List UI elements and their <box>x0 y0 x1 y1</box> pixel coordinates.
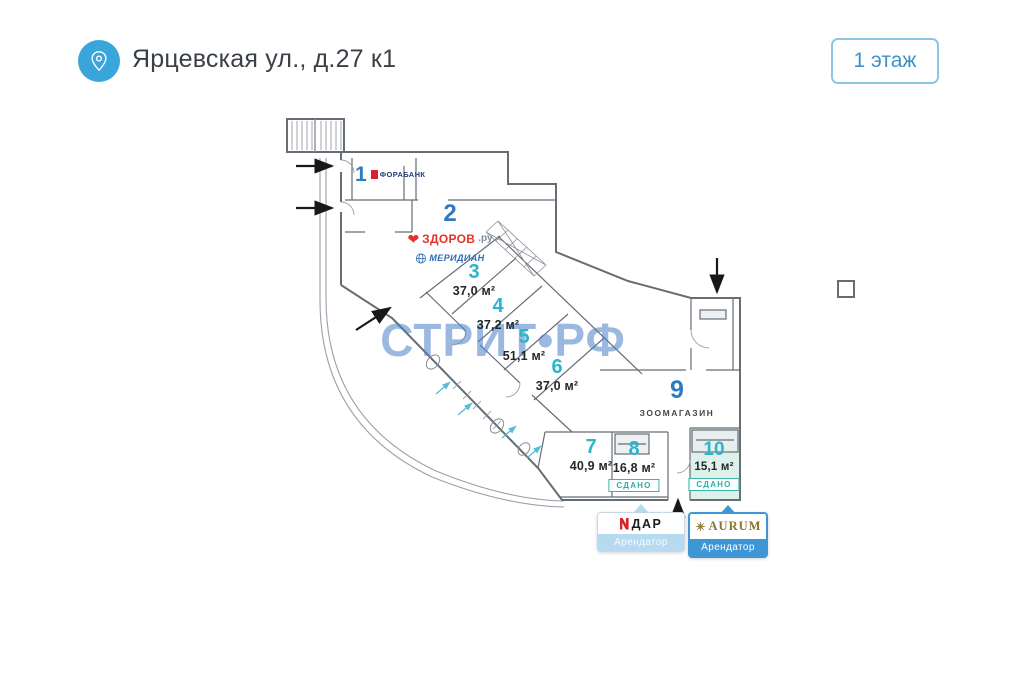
room-2-hotspot[interactable]: 2 ❤ ЗДОРОВ .ру МЕРИДИАН <box>407 200 493 264</box>
room-area: 37,0 м² <box>535 379 579 393</box>
status-badge: СДАНО <box>608 478 660 492</box>
room-10-hotspot[interactable]: 10 15,1 м² СДАНО <box>688 439 740 491</box>
callout-pointer <box>720 505 736 514</box>
room-9-hotspot[interactable]: 9 ЗООМАГАЗИН <box>640 378 715 418</box>
page-title-address: Ярцевская ул., д.27 к1 <box>132 45 397 73</box>
tenant-role-label: Арендатор <box>598 534 684 551</box>
tenant-logo-meridian: МЕРИДИАН <box>415 253 484 264</box>
rosette-icon <box>695 521 705 532</box>
site-watermark: СТРИТ•РФ <box>380 314 626 366</box>
room-4-hotspot[interactable]: 4 37,2 м² <box>477 296 520 332</box>
room-7-hotspot[interactable]: 7 40,9 м² <box>570 437 613 473</box>
pin-glyph <box>91 51 107 72</box>
room-6-hotspot[interactable]: 6 37,0 м² <box>536 357 579 393</box>
aurum-logo: AURUM <box>690 514 766 539</box>
room-number: 4 <box>492 295 504 317</box>
entrance-arrow-diagonal <box>355 306 392 331</box>
stairs-hatching <box>291 119 547 430</box>
status-badge: СДАНО <box>688 477 740 491</box>
heart-icon: ❤ <box>407 231 420 247</box>
inner-walls <box>345 158 740 500</box>
tenant-name: ДАР <box>631 516 663 531</box>
room-number: 9 <box>670 376 684 404</box>
room-number: 3 <box>468 261 480 283</box>
room-number: 2 <box>443 200 457 227</box>
room-3-hotspot[interactable]: 3 37,0 м² <box>453 262 496 298</box>
tenant-name: ЗДОРОВ <box>422 232 476 246</box>
room-5-hotspot[interactable]: 5 51,1 м² <box>503 327 546 363</box>
tenant-callout-aurum[interactable]: AURUM Арендатор <box>688 505 768 558</box>
room-10-cell <box>692 430 738 452</box>
door-arcs <box>340 159 710 474</box>
room-number: 5 <box>518 326 530 348</box>
room-area: 15,1 м² <box>694 461 734 473</box>
room-number: 8 <box>628 438 640 460</box>
tenant-callout-dar[interactable]: ДАР Арендатор <box>597 504 685 552</box>
room-number: 10 <box>703 439 725 460</box>
tenant-role-label: Арендатор <box>690 539 766 556</box>
room-area: 37,0 м² <box>452 284 496 298</box>
callout-pointer <box>633 504 649 513</box>
room-area: 16,8 м² <box>612 461 656 475</box>
tenant-name-suffix: .ру <box>478 233 493 244</box>
curved-facade-wall <box>319 158 565 508</box>
room-number: 6 <box>551 356 563 378</box>
tenant-name: МЕРИДИАН <box>429 253 485 263</box>
room-area: 51,1 м² <box>502 349 546 363</box>
wc-fixtures <box>425 354 531 456</box>
location-pin-icon <box>78 40 120 82</box>
tenant-logo-zdorov: ❤ ЗДОРОВ .ру <box>407 232 492 246</box>
room-1-hotspot[interactable]: 1 ФОРАБАНК <box>355 164 425 185</box>
dar-logo-icon <box>619 517 629 530</box>
globe-icon <box>415 253 426 264</box>
room-8-hotspot[interactable]: 8 16,8 м² СДАНО <box>608 438 660 492</box>
corridor-direction-arrows <box>435 381 542 459</box>
tenant-name: AURUM <box>708 519 762 533</box>
tenant-name: ФОРАБАНК <box>379 169 426 179</box>
room-number: 1 <box>355 163 367 186</box>
forabank-logo-icon <box>370 170 378 179</box>
vestibule-fixture <box>700 310 726 319</box>
room-number: 7 <box>585 436 597 458</box>
room-area: 40,9 м² <box>569 459 613 473</box>
tenant-name-zoomagazin: ЗООМАГАЗИН <box>639 408 715 418</box>
floor-selector-button[interactable]: 1 этаж <box>831 38 939 84</box>
room-area: 37,2 м² <box>476 318 520 332</box>
dar-logo: ДАР <box>598 513 684 534</box>
tenant-logo-forabank: ФОРАБАНК <box>370 169 426 179</box>
